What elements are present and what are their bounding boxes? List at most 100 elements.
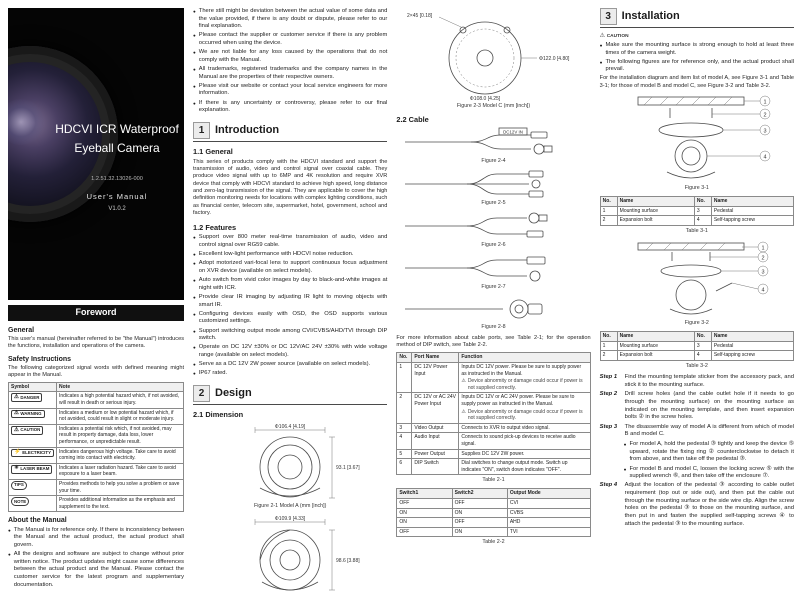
- port-no: 4: [396, 432, 413, 450]
- item-no: 1: [599, 340, 618, 352]
- table-row: TIPS Provides methods to help you solve …: [7, 478, 184, 497]
- port-name: DIP Switch: [411, 458, 460, 476]
- port-function-text: Inputs DC 12V or AC 24V power. Please be…: [461, 394, 575, 407]
- legal-bullet: ●All trademarks, registered trademarks a…: [193, 66, 387, 81]
- section-introduction-header: 1 Introduction: [193, 121, 388, 142]
- feature-item: ●IP67 rated.: [193, 370, 387, 378]
- col-header: No.: [396, 352, 413, 363]
- col-header: No.: [693, 196, 712, 207]
- feature-item: ●Support switching output mode among CVI…: [193, 328, 387, 343]
- feature-item: ●Auto switch from vivid color images by …: [193, 277, 387, 292]
- table-row: 6 DIP Switch Dial switches to change out…: [396, 458, 591, 476]
- subsection-12-heading: 1.2 Features: [193, 222, 237, 232]
- step-label: Step 2: [599, 391, 618, 398]
- table-2-2-caption: Table 2-2: [482, 539, 505, 546]
- bullet-icon: ●: [193, 362, 196, 368]
- item-name: Expansion bolt: [616, 215, 695, 226]
- port-no: 1: [396, 362, 413, 394]
- legal-bullet-text: We are not liable for any loss caused by…: [198, 49, 388, 63]
- symbol-note: Indicates dangerous high voltage. Take c…: [56, 446, 184, 464]
- section-title: Introduction: [215, 124, 280, 137]
- dimension-label: Φ109.9 [4.33]: [275, 516, 306, 522]
- feature-text: Adopt motorized vari-focal lens to suppo…: [198, 260, 388, 275]
- note-col-header: Note: [56, 381, 184, 393]
- bullet-icon: ●: [193, 9, 196, 14]
- bullet-icon: ●: [599, 59, 603, 65]
- electricity-icon: ⚡: [14, 449, 21, 456]
- step-text: The disassemble way of model A is differ…: [624, 423, 794, 438]
- step-3-sub-item: ●For model A, hold the pedestal ③ tightl…: [624, 441, 794, 464]
- cover-title-line1: HDCVI ICR Waterproof: [55, 122, 179, 136]
- cover-version: V1.0.2: [108, 206, 126, 212]
- install-note-text: Make sure the mounting surface is strong…: [605, 41, 794, 56]
- port-no: 5: [396, 448, 413, 460]
- bullet-icon: ●: [193, 83, 196, 89]
- symbol-label: CAUTION: [20, 427, 41, 433]
- switch2-value: ON: [451, 507, 508, 519]
- bullet-icon: ●: [193, 100, 196, 106]
- symbol-note: Indicates a laser radiation hazard. Take…: [56, 462, 184, 480]
- install-note: ●Make sure the mounting surface is stron…: [600, 42, 794, 57]
- figure-3-2-caption: Figure 3-2: [684, 320, 709, 327]
- output-mode: AHD: [506, 517, 591, 528]
- installation-items-table-1: No. Name No. Name 1 Mounting surface 3 P…: [599, 196, 794, 226]
- switch2-value: ON: [451, 526, 508, 538]
- table-row: OFF OFF CVI: [396, 498, 591, 509]
- feature-text: Excellent low-light performance with HDC…: [198, 251, 354, 258]
- caution-icon: ⚠: [461, 408, 466, 415]
- section-installation-header: 3 Installation: [599, 8, 794, 28]
- col-header: No.: [599, 331, 618, 342]
- bullet-icon: ●: [193, 295, 196, 300]
- table-row: 2 Expansion bolt 4 Self-tapping screw: [599, 350, 794, 361]
- safety-heading: Safety Instructions: [8, 355, 72, 363]
- feature-text: Support over 800 meter real-time transmi…: [198, 234, 388, 248]
- callout-number: 2: [763, 113, 766, 119]
- section-number-box: 2: [193, 385, 210, 403]
- table-row: 1 Mounting surface 3 Pedestal: [599, 340, 794, 352]
- port-function-text: Dial switches to change output mode. Swi…: [458, 458, 591, 476]
- column-cable: 2×45 [0.18] Φ122.0 [4.80] Φ108.0 [4.25] …: [396, 8, 591, 583]
- col-header: Name: [710, 331, 794, 342]
- col-header: Switch1: [396, 488, 453, 500]
- figure-2-7-caption: Figure 2-7: [481, 283, 506, 290]
- switch2-value: OFF: [451, 517, 508, 528]
- bullet-icon: ●: [623, 466, 627, 472]
- legal-bullet-text: If there is any uncertainty or controver…: [198, 99, 388, 114]
- general-text: This user's manual (hereinafter referred…: [8, 336, 184, 350]
- item-name: Self-tapping screw: [710, 350, 794, 361]
- subsection-21-heading: 2.1 Dimension: [193, 410, 244, 420]
- dimension-label: Φ108.0 [4.25]: [470, 96, 501, 102]
- feature-text: Serve as a DC 12V 2W power source (avail…: [198, 361, 371, 368]
- table-row: ⚠CAUTION Indicates a potential risk whic…: [7, 423, 184, 448]
- step-label: Step 1: [599, 374, 618, 380]
- table-row: 1 DC 12V Power Input Inputs DC 12V power…: [396, 362, 591, 394]
- callout-number: 2: [761, 255, 764, 261]
- bullet-icon: ●: [193, 328, 196, 334]
- callout-number: 1: [761, 245, 764, 251]
- feature-text: Support switching output mode among CVI/…: [198, 327, 388, 342]
- feature-item: ●Operate on DC 12V ±30% or DC 12V/AC 24V…: [193, 344, 387, 359]
- feature-item: ●Adopt motorized vari-focal lens to supp…: [193, 260, 387, 275]
- table-row: 2 Expansion bolt 4 Self-tapping screw: [599, 215, 794, 226]
- feature-item: ●Excellent low-light performance with HD…: [193, 251, 387, 259]
- cover-title-line2: Eyeball Camera: [74, 140, 160, 155]
- legal-bullet: ●There still might be deviation between …: [193, 8, 387, 31]
- switch1-value: ON: [396, 517, 453, 528]
- figure-2-8-cable-drawing: [405, 299, 543, 319]
- table-row: ⚠WARNING Indicates a medium or low poten…: [7, 407, 184, 425]
- bullet-icon: ●: [193, 261, 196, 267]
- caution-text: Device abnormity or damage could occur i…: [467, 378, 583, 391]
- symbol-label: LASER BEAM: [20, 466, 50, 472]
- feature-text: IP67 rated.: [198, 370, 228, 377]
- output-mode: CVBS: [506, 507, 591, 519]
- port-no: 2: [396, 392, 413, 424]
- switch1-value: ON: [396, 507, 453, 519]
- bullet-icon: ●: [193, 235, 196, 241]
- table-row: 5 Power Output Supplies DC 12V 2W power.: [396, 448, 591, 460]
- column-intro-design: ●There still might be deviation between …: [193, 8, 388, 591]
- subsection-11-heading: 1.1 General: [193, 146, 233, 156]
- symbol-note: Provides additional information as the e…: [56, 495, 184, 513]
- col-header: Name: [710, 196, 794, 207]
- substep-text: For model A, hold the pedestal ③ tightly…: [629, 441, 794, 463]
